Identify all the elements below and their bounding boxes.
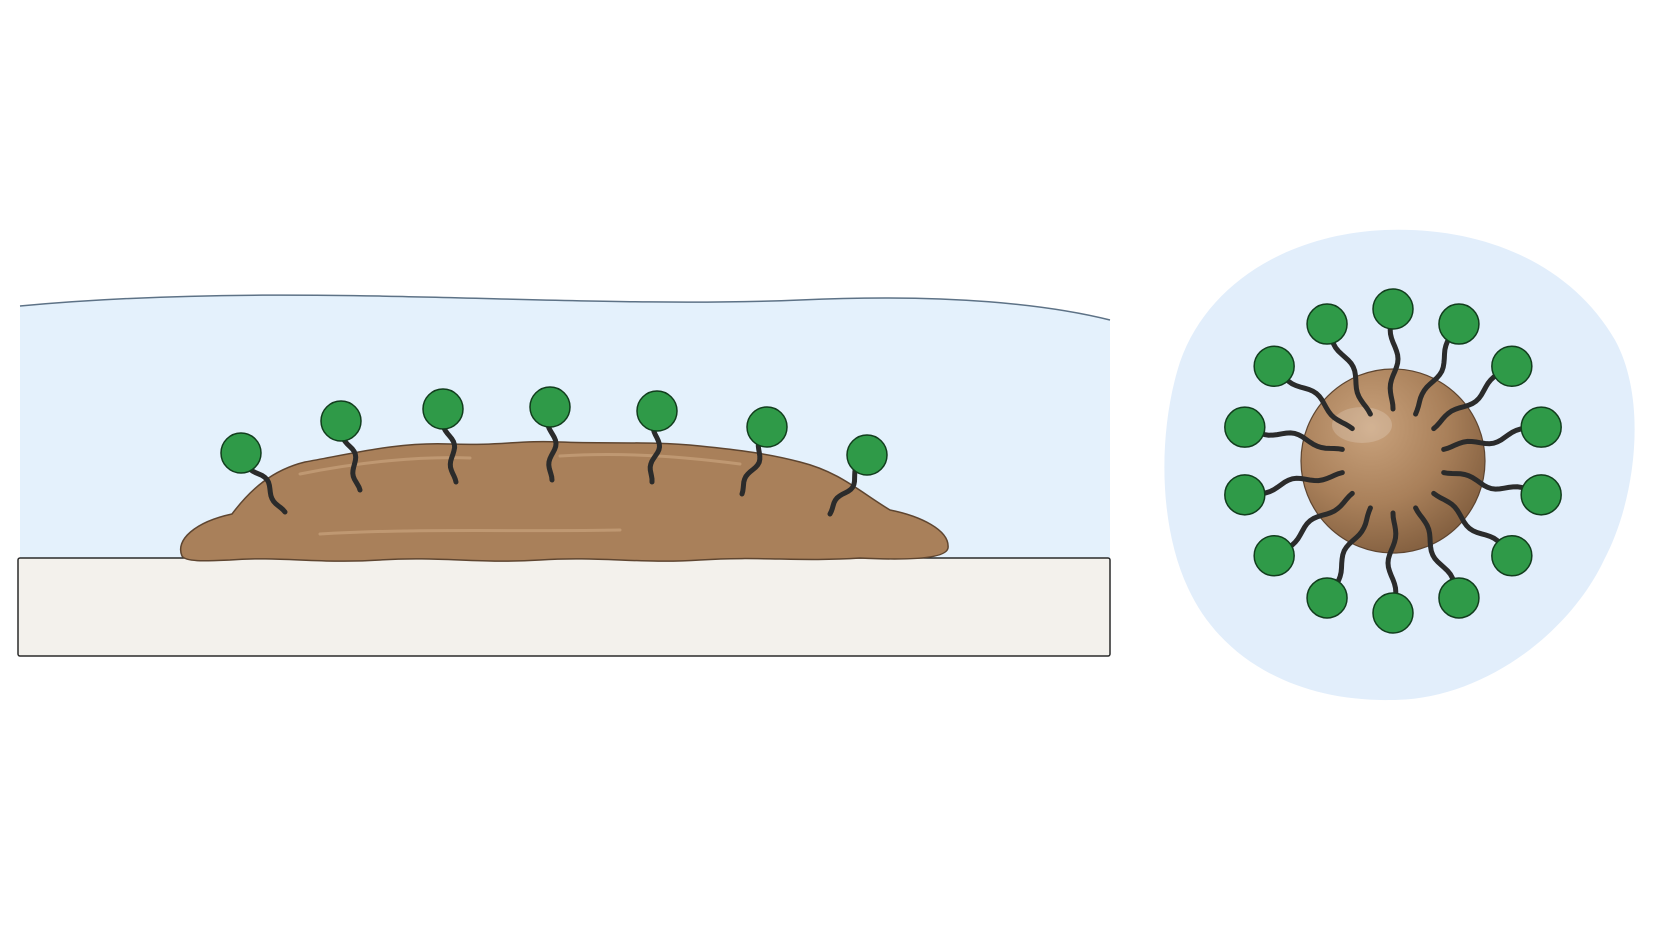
surfactant-molecule: [1431, 345, 1533, 432]
hydrophilic-head: [1438, 303, 1480, 345]
surfactant-molecule: [1306, 505, 1373, 619]
surfactant-molecule: [529, 386, 571, 483]
surfactant-molecule: [1224, 406, 1345, 452]
hydrophilic-head: [1372, 592, 1414, 634]
surfactant-group: [220, 386, 888, 517]
hydrophilic-head: [1253, 535, 1295, 577]
oil-highlight: [318, 528, 622, 536]
hydrophilic-head: [1372, 288, 1414, 330]
hydrophilic-head: [220, 432, 262, 474]
surfactant-molecule: [1224, 470, 1345, 516]
surfactant-molecule: [220, 432, 288, 515]
hydrophilic-head: [1520, 406, 1562, 448]
hydrophilic-head: [846, 434, 888, 476]
surfactant-molecule: [1431, 490, 1533, 577]
substrate-block: [17, 557, 1111, 657]
surfactant-molecule: [1253, 345, 1355, 432]
hydrophilic-head: [422, 388, 464, 430]
hydrophilic-head: [1520, 474, 1562, 516]
surfactant-molecule: [1372, 288, 1414, 412]
hydrophilic-head: [636, 390, 678, 432]
micelle-highlight: [1332, 407, 1392, 443]
oil-highlight: [558, 452, 742, 466]
hydrophilic-head: [1438, 577, 1480, 619]
surfactant-molecule: [320, 400, 363, 493]
surfactant-molecule: [1253, 490, 1355, 577]
surfactant-molecule: [1441, 406, 1562, 452]
micelle-core: [1300, 368, 1486, 554]
surfactant-molecule: [1413, 505, 1480, 619]
surfactant-molecule: [636, 390, 678, 485]
surfactant-group: [1224, 288, 1562, 634]
hydrophilic-head: [1253, 345, 1295, 387]
surfactant-molecule: [1306, 303, 1373, 417]
hydrophilic-head: [320, 400, 362, 442]
hydrophilic-head: [1224, 406, 1266, 448]
surfactant-molecule: [1413, 303, 1480, 417]
substrate-panel: [17, 294, 1111, 657]
surfactant-molecule: [1372, 510, 1414, 634]
micelle-panel: [1164, 229, 1635, 701]
hydrophilic-head: [529, 386, 571, 428]
surfactant-molecule: [739, 406, 788, 497]
water-surface-line: [19, 294, 1111, 321]
hydrophilic-head: [1224, 474, 1266, 516]
hydrophilic-head: [746, 406, 788, 448]
hydrophilic-head: [1491, 535, 1533, 577]
surfactant-molecule: [1441, 470, 1562, 516]
hydrophilic-head: [1306, 577, 1348, 619]
hydrophilic-head: [1306, 303, 1348, 345]
surfactant-molecule: [827, 434, 888, 517]
hydrophilic-head: [1491, 345, 1533, 387]
surfactant-molecule: [422, 388, 464, 485]
